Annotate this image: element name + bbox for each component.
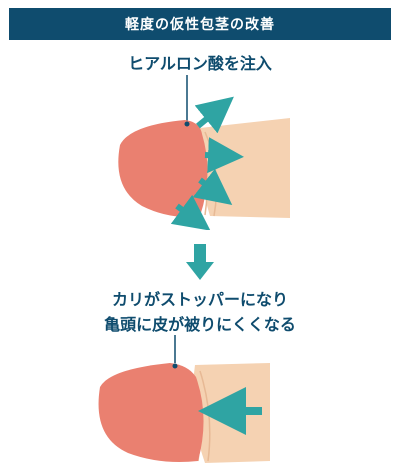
shaft-shape [199, 118, 290, 218]
header-bar: 軽度の仮性包茎の改善 [9, 8, 391, 40]
down-arrow-icon [186, 244, 214, 280]
result-line-1: カリがストッパーになり [111, 290, 288, 309]
header-title: 軽度の仮性包茎の改善 [125, 17, 275, 33]
result-illustration [98, 335, 270, 463]
expansion-arrow [194, 96, 234, 134]
expansion-arrow [192, 168, 233, 206]
glans-shape [98, 363, 204, 462]
injection-label: ヒアルロン酸を注入 [128, 54, 272, 73]
expansion-arrow [170, 194, 211, 230]
injection-illustration [118, 75, 290, 230]
injection-point [184, 121, 190, 127]
injection-point [172, 363, 178, 369]
expansion-arrow [204, 137, 244, 174]
glans-shape [118, 120, 208, 217]
result-line-2: 亀頭に皮が被りにくくなる [104, 315, 296, 334]
